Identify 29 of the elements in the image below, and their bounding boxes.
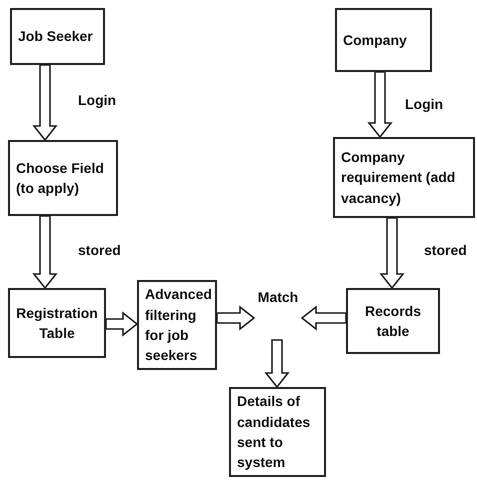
- node-label: Advanced filtering for job seekers: [145, 285, 212, 366]
- block-arrow: [264, 339, 290, 388]
- block-arrow: [367, 71, 393, 138]
- edge-label: stored: [78, 242, 121, 258]
- process-box: [8, 288, 106, 358]
- node-label: Company: [343, 30, 407, 50]
- block-arrow: [105, 311, 138, 337]
- node-label: Registration Table: [16, 304, 98, 343]
- node-label: Match: [258, 288, 298, 307]
- edge-label: Login: [405, 96, 444, 112]
- node-label: Company requirement (add vacancy): [341, 148, 456, 208]
- process-box: [346, 288, 440, 354]
- block-arrow: [216, 305, 256, 331]
- process-box: [8, 140, 118, 216]
- block-arrow: [379, 217, 405, 290]
- node-label: Records table: [364, 302, 422, 341]
- node-label: Choose Field (to apply): [16, 158, 105, 198]
- block-arrow: [32, 215, 58, 290]
- process-box: [10, 8, 105, 65]
- block-arrow: [32, 64, 58, 142]
- process-box: [137, 280, 217, 370]
- block-arrow: [300, 305, 347, 331]
- process-box: [335, 8, 432, 72]
- process-box: [333, 137, 475, 218]
- edge-label: Login: [78, 92, 116, 108]
- edge-label: stored: [424, 242, 467, 258]
- node-label: Job Seeker: [18, 27, 93, 46]
- process-box: [229, 387, 326, 477]
- node-label: Details of candidates sent to system: [237, 392, 312, 472]
